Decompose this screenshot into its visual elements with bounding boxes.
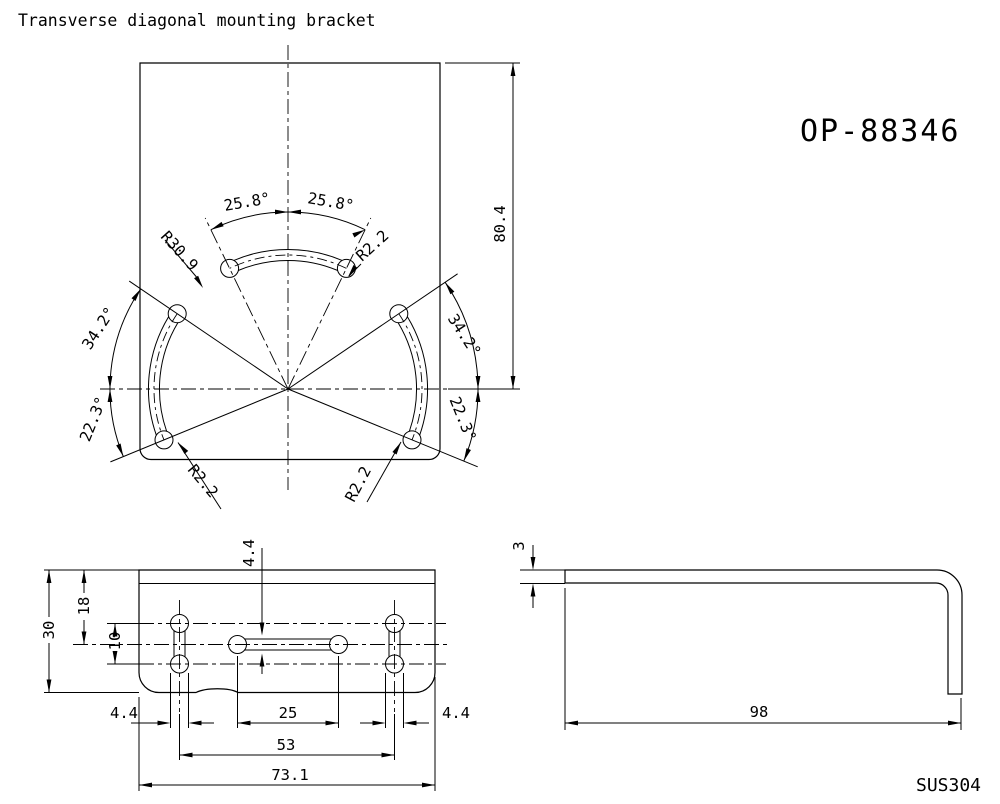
- dim-98: 98: [564, 588, 962, 730]
- dim-slot-width-right: 4.4: [442, 704, 470, 722]
- arc-slot-left: [147, 304, 187, 450]
- dim-18: 18: [75, 570, 93, 645]
- radial-centerline-left-25: [204, 217, 289, 390]
- dim-depth: 98: [750, 703, 769, 721]
- dim-angle-upper-right: 34.2°: [444, 311, 485, 360]
- leader-r2-2-bottom-left: R2.2: [177, 442, 222, 510]
- dim-r2-2-bottom-right: R2.2: [342, 463, 375, 504]
- dim-slot-spacing: 53: [277, 736, 296, 754]
- dim-4-4-right: 4.4: [360, 704, 470, 726]
- side-view: 3 98: [510, 541, 963, 730]
- dim-edge-to-center: 80.4: [491, 205, 509, 242]
- dim-slot-width-top: 4.4: [240, 539, 258, 567]
- front-slot-right: [385, 600, 404, 728]
- dim-overall-width: 73.1: [271, 766, 308, 784]
- dim-angle-right-25-8: 25.8°: [306, 189, 355, 215]
- dim-overall-height: 30: [40, 621, 58, 640]
- dim-angle-left: 34.2° 22.3°: [76, 288, 142, 457]
- dim-4-4-left: 4.4: [110, 704, 214, 726]
- dim-30: 30: [40, 569, 139, 693]
- part-number: OP-88346: [800, 114, 961, 149]
- dim-angle-right: 34.2° 22.3°: [444, 281, 485, 462]
- dim-hole-center-span: 10: [106, 632, 124, 651]
- dim-angle-left-25-8: 25.8°: [223, 189, 272, 215]
- dim-3: 3: [510, 541, 565, 608]
- leader-r2-2-bottom-right: R2.2: [342, 441, 402, 505]
- dim-top-to-slot-center: 18: [75, 597, 93, 616]
- dim-angle-lower-right: 22.3°: [446, 394, 480, 444]
- dim-r2-2-bottom-left: R2.2: [184, 461, 222, 501]
- dim-slot-width-left: 4.4: [110, 704, 138, 722]
- dim-10: 10: [106, 623, 124, 664]
- top-view: 25.8° 25.8° 34.2° 22.3° 34.2° 22.3°: [76, 45, 520, 510]
- dim-angle-lower-left: 22.3°: [76, 394, 110, 444]
- front-slot-center: [228, 635, 348, 728]
- top-view-outline: [139, 62, 441, 461]
- dim-center-slot-length: 25: [279, 704, 298, 722]
- front-slot-left: [170, 600, 189, 728]
- radial-ext-upper-left: [128, 280, 289, 390]
- arc-slot-right: [389, 304, 429, 450]
- dim-angle-upper-left: 34.2°: [79, 304, 120, 353]
- arc-slot-top: [220, 248, 356, 278]
- front-view: 30 18 10 4.4 4: [40, 539, 470, 791]
- dim-4-4-top: 4.4: [240, 539, 265, 674]
- material-label: SUS304: [916, 775, 981, 796]
- dim-thickness: 3: [510, 541, 528, 550]
- drawing-title: Transverse diagonal mounting bracket: [18, 11, 376, 30]
- radial-ext-lower-right: [287, 388, 478, 468]
- side-view-profile: [564, 569, 963, 695]
- front-view-outline: [138, 569, 436, 694]
- dim-25: 25: [237, 704, 339, 726]
- dim-53: 53: [179, 714, 395, 760]
- leader-r30-9: R30.9: [157, 228, 203, 288]
- radial-centerline-right-25: [287, 217, 372, 390]
- dim-r30-9: R30.9: [157, 228, 202, 275]
- dim-80-4: 80.4: [445, 62, 520, 390]
- radial-ext-lower-left: [110, 388, 289, 463]
- radial-ext-upper-right: [287, 273, 458, 390]
- dim-73-1: 73.1: [138, 677, 436, 791]
